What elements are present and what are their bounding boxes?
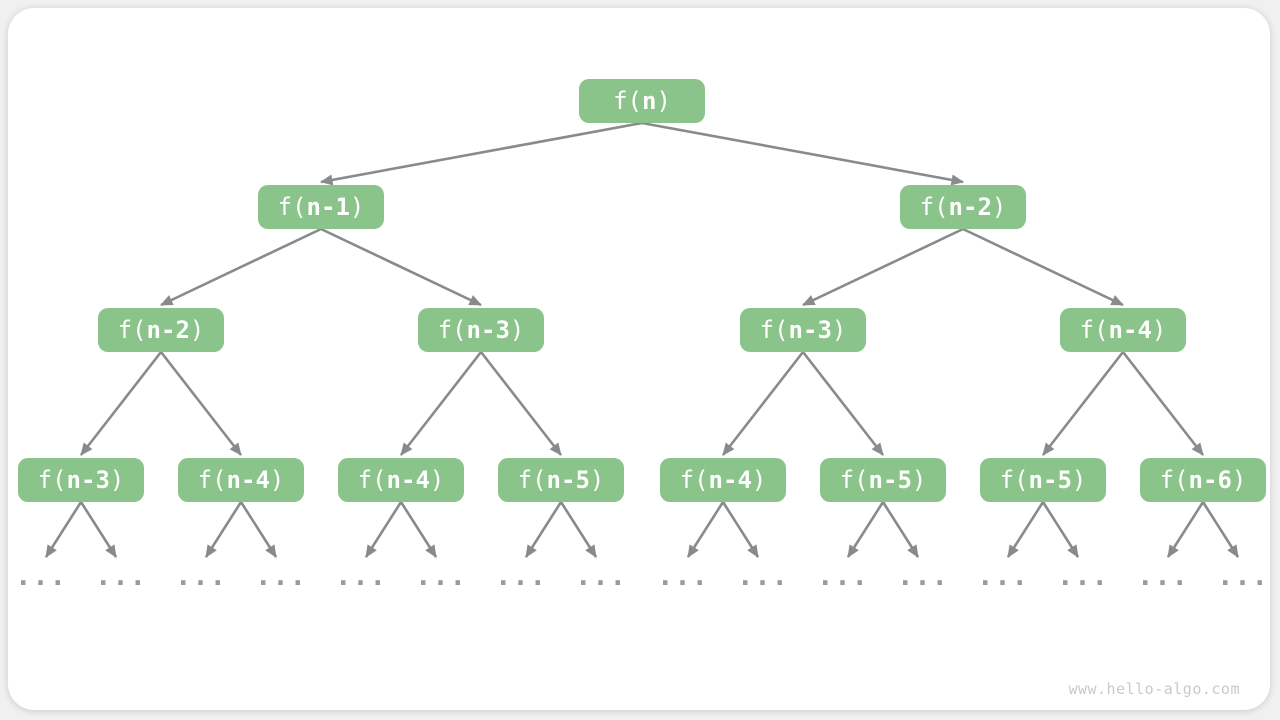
tree-node: f(n-4) <box>660 458 786 502</box>
node-label-post: ) <box>911 466 927 494</box>
watermark: www.hello-algo.com <box>1068 680 1240 698</box>
node-label-post: ) <box>189 316 205 344</box>
node-label-pre: f( <box>1079 316 1109 344</box>
node-label-post: ) <box>589 466 605 494</box>
ellipsis-leaf: ... <box>255 561 307 592</box>
tree-node: f(n-5) <box>498 458 624 502</box>
node-label-pre: f( <box>679 466 709 494</box>
tree-node: f(n-1) <box>258 185 384 229</box>
node-label-bold: n-5 <box>1028 466 1072 494</box>
tree-node: f(n-4) <box>1060 308 1186 352</box>
ellipsis-leaf: ... <box>897 561 949 592</box>
node-label-bold: n-5 <box>546 466 590 494</box>
node-label-pre: f( <box>759 316 789 344</box>
node-label-pre: f( <box>517 466 547 494</box>
node-label-bold: n-5 <box>868 466 912 494</box>
tree-node: f(n-3) <box>740 308 866 352</box>
ellipsis-leaf: ... <box>575 561 627 592</box>
node-label-post: ) <box>429 466 445 494</box>
node-label-bold: n-1 <box>306 193 350 221</box>
node-label-pre: f( <box>437 316 467 344</box>
node-label-bold: n-3 <box>788 316 832 344</box>
node-label-post: ) <box>831 316 847 344</box>
ellipsis-leaf: ... <box>1217 561 1269 592</box>
node-label-pre: f( <box>919 193 949 221</box>
node-label-bold: n-4 <box>708 466 752 494</box>
node-label-pre: f( <box>1159 466 1189 494</box>
ellipsis-leaf: ... <box>415 561 467 592</box>
ellipsis-leaf: ... <box>1057 561 1109 592</box>
node-label-pre: f( <box>613 87 642 115</box>
tree-node: f(n-4) <box>338 458 464 502</box>
node-label-bold: n-4 <box>226 466 270 494</box>
ellipsis-leaf: ... <box>817 561 869 592</box>
tree-node: f(n-2) <box>900 185 1026 229</box>
tree-node: f(n-5) <box>980 458 1106 502</box>
tree-node: f(n-2) <box>98 308 224 352</box>
node-label-bold: n-3 <box>66 466 110 494</box>
ellipsis-leaf: ... <box>977 561 1029 592</box>
node-label-post: ) <box>349 193 365 221</box>
tree-node: f(n) <box>579 79 705 123</box>
tree-node: f(n-5) <box>820 458 946 502</box>
node-label-post: ) <box>991 193 1007 221</box>
node-label-bold: n <box>642 87 657 115</box>
ellipsis-leaf: ... <box>335 561 387 592</box>
node-label-bold: n-3 <box>466 316 510 344</box>
ellipsis-leaf: ... <box>1137 561 1189 592</box>
node-label-bold: n-2 <box>948 193 992 221</box>
tree-node: f(n-3) <box>418 308 544 352</box>
node-label-post: ) <box>269 466 285 494</box>
node-label-pre: f( <box>839 466 869 494</box>
node-label-post: ) <box>1071 466 1087 494</box>
node-label-pre: f( <box>117 316 147 344</box>
node-label-pre: f( <box>277 193 307 221</box>
ellipsis-leaf: ... <box>737 561 789 592</box>
tree-node: f(n-4) <box>178 458 304 502</box>
node-label-pre: f( <box>999 466 1029 494</box>
ellipsis-leaf: ... <box>15 561 67 592</box>
node-label-post: ) <box>509 316 525 344</box>
node-label-bold: n-4 <box>386 466 430 494</box>
node-label-pre: f( <box>357 466 387 494</box>
node-label-post: ) <box>109 466 125 494</box>
node-label-post: ) <box>1151 316 1167 344</box>
node-label-pre: f( <box>37 466 67 494</box>
ellipsis-leaf: ... <box>495 561 547 592</box>
node-label-bold: n-4 <box>1108 316 1152 344</box>
ellipsis-leaf: ... <box>657 561 709 592</box>
node-label-post: ) <box>751 466 767 494</box>
node-label-pre: f( <box>197 466 227 494</box>
node-label-post: ) <box>656 87 671 115</box>
node-label-bold: n-2 <box>146 316 190 344</box>
node-label-bold: n-6 <box>1188 466 1232 494</box>
node-label-post: ) <box>1231 466 1247 494</box>
ellipsis-leaf: ... <box>95 561 147 592</box>
tree-node: f(n-3) <box>18 458 144 502</box>
tree-node: f(n-6) <box>1140 458 1266 502</box>
ellipsis-leaf: ... <box>175 561 227 592</box>
